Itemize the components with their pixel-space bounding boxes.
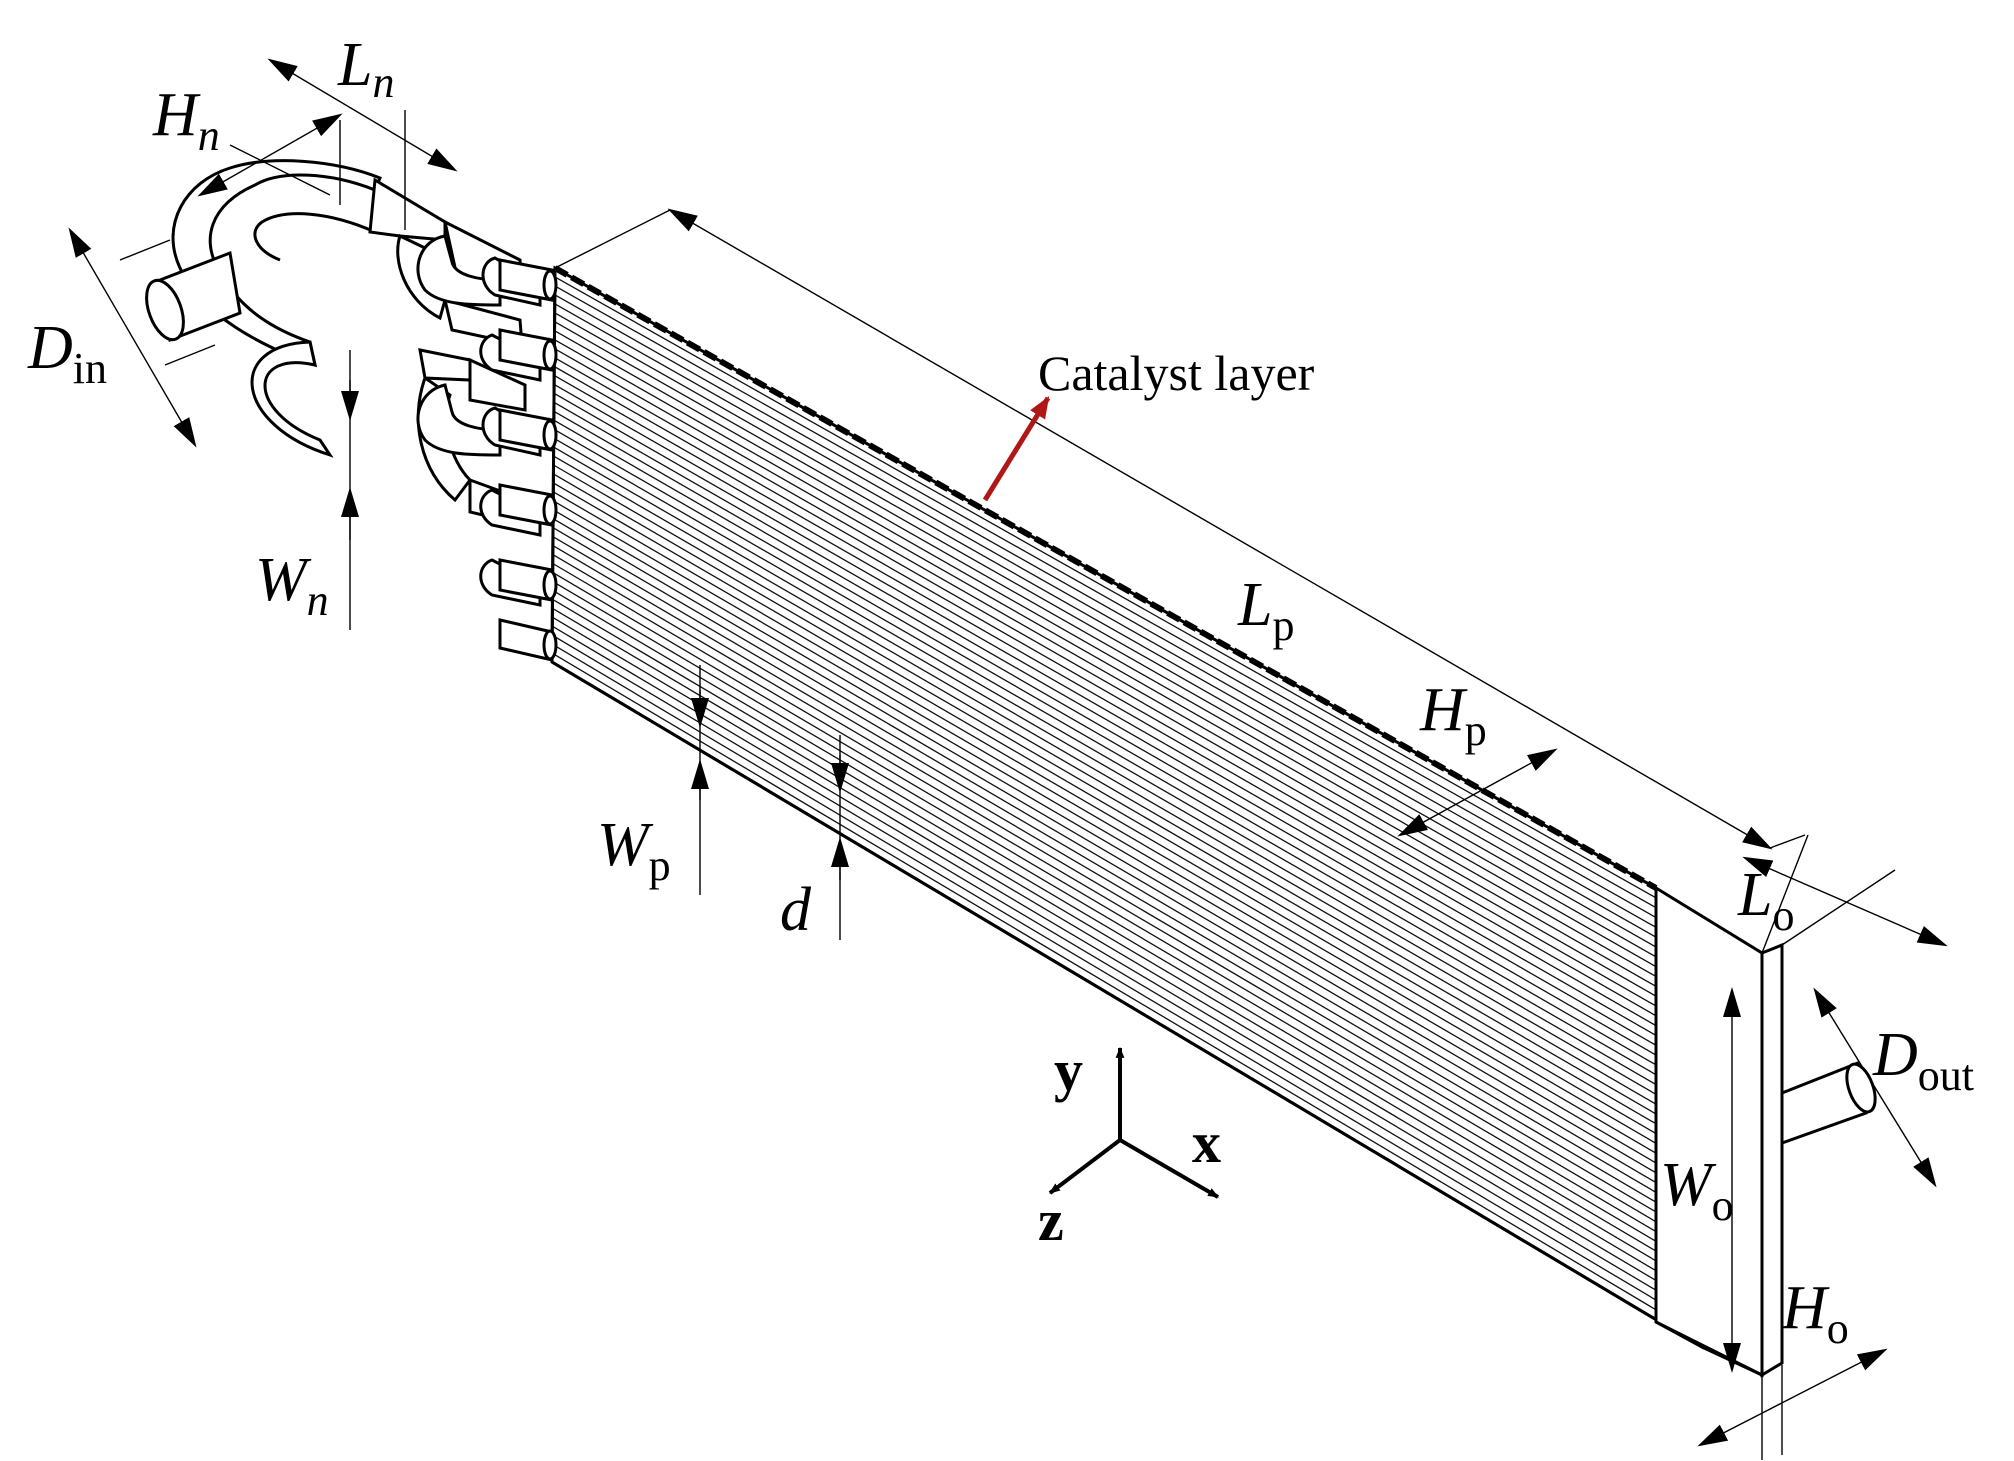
channel-block — [550, 265, 1704, 1350]
label-d: d — [780, 876, 812, 944]
axis-label-z: z — [1038, 1188, 1064, 1253]
distributor-forks — [416, 234, 554, 662]
channel-line — [553, 473, 1681, 1129]
channel-line — [553, 464, 1680, 1119]
label-l-n: Ln — [337, 31, 394, 107]
catalyst-callout-arrow — [982, 396, 1051, 502]
label-h-o: Ho — [1781, 1274, 1849, 1353]
label-w-n: Wn — [255, 546, 329, 625]
distributor-outlets — [542, 269, 558, 661]
label-w-o: Wo — [1660, 1151, 1734, 1230]
outlet-plate — [1654, 885, 1784, 1378]
axis-label-x: x — [1192, 1110, 1221, 1175]
label-d-in: Din — [27, 314, 107, 393]
label-h-n: Hn — [152, 81, 220, 160]
inlet-distributor — [145, 159, 558, 662]
label-h-p: Hp — [1419, 676, 1487, 755]
coordinate-axes — [1048, 1046, 1220, 1199]
axis-label-y: y — [1054, 1038, 1083, 1103]
label-l-p: Lp — [1237, 571, 1294, 650]
catalyst-layer-label: Catalyst layer — [1038, 345, 1315, 401]
label-w-p: Wp — [597, 811, 671, 890]
label-d-out: Dout — [1872, 1021, 1974, 1100]
label-l-o: Lo — [1737, 861, 1794, 940]
channel-line — [553, 455, 1679, 1108]
dimension-lines — [68, 58, 1948, 1460]
